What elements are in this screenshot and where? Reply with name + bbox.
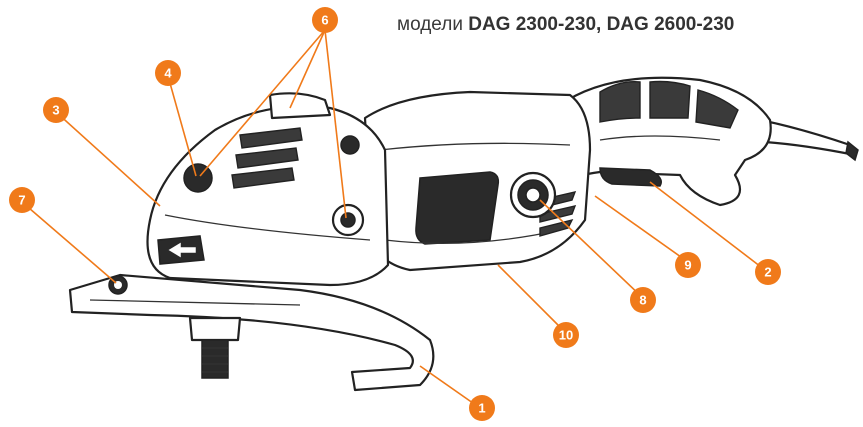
callout-2: 2: [755, 259, 781, 285]
svg-text:10: 10: [559, 328, 573, 343]
wheel-guard: [68, 273, 435, 392]
rear-handle: [558, 76, 772, 207]
callout-7: 7: [9, 187, 35, 213]
model-caption: модели DAG 2300-230, DAG 2600-230: [397, 14, 734, 36]
power-cord: [758, 118, 859, 162]
callout-badges: 6 4 3 7 1 2 9 8 10: [9, 7, 781, 421]
callout-9: 9: [675, 252, 701, 278]
callout-6: 6: [312, 7, 338, 33]
svg-text:4: 4: [164, 66, 172, 81]
svg-text:9: 9: [684, 258, 691, 273]
svg-text:6: 6: [321, 13, 328, 28]
caption-prefix: модели: [397, 14, 469, 35]
motor-housing: [363, 90, 592, 272]
svg-text:1: 1: [478, 401, 485, 416]
spindle: [188, 316, 242, 379]
leader-lines: [21, 29, 766, 409]
svg-text:3: 3: [52, 103, 59, 118]
callout-1: 1: [469, 395, 495, 421]
caption-models: DAG 2300-230, DAG 2600-230: [468, 14, 735, 35]
svg-text:7: 7: [18, 193, 25, 208]
callout-4: 4: [155, 60, 181, 86]
svg-text:8: 8: [639, 293, 646, 308]
gear-head: [146, 92, 390, 287]
brush-cap: [509, 171, 557, 219]
svg-text:2: 2: [764, 265, 771, 280]
callout-10: 10: [553, 322, 579, 348]
callout-8: 8: [630, 287, 656, 313]
trigger: [599, 167, 662, 187]
callout-3: 3: [43, 97, 69, 123]
